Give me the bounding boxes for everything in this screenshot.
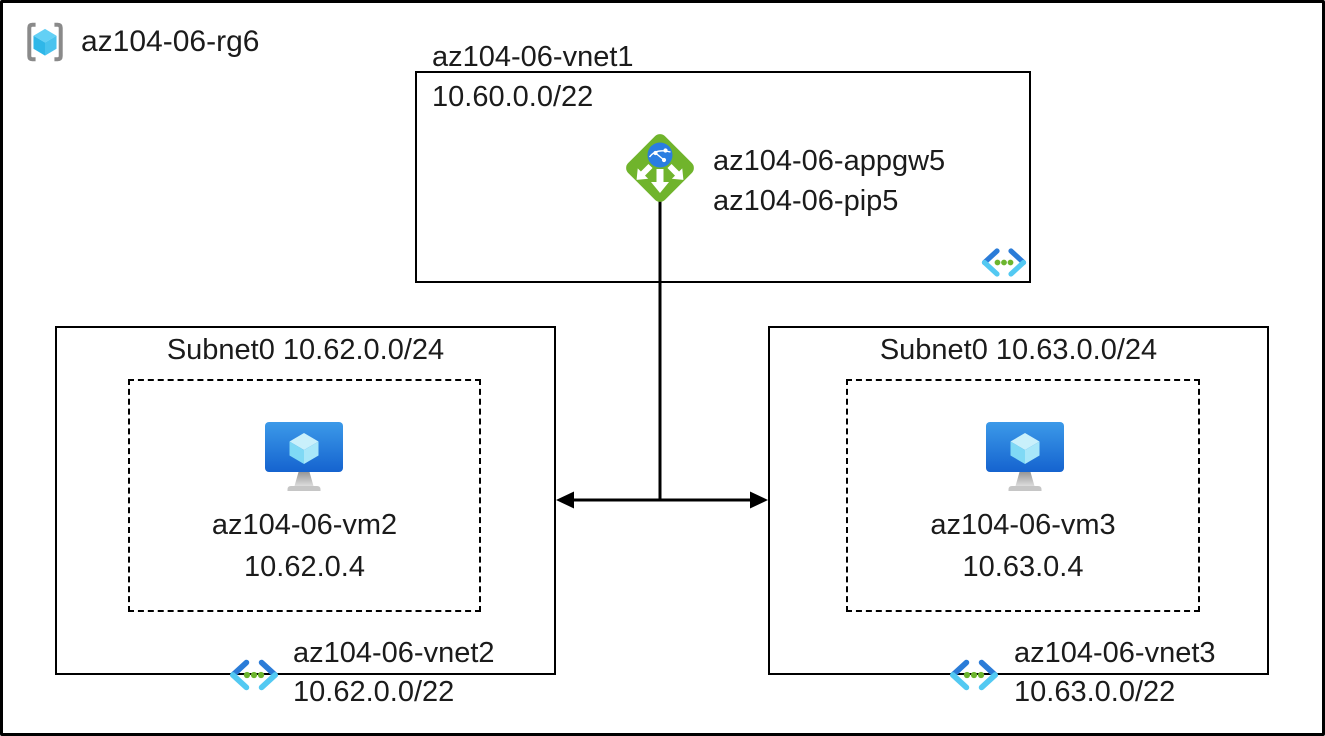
- left-vnet-cidr: 10.62.0.0/22: [293, 676, 455, 708]
- vnet-icon: [230, 659, 278, 691]
- resource-group-header: az104-06-rg6: [23, 20, 259, 64]
- app-gateway-icon: [626, 134, 694, 202]
- right-vnet-name: az104-06-vnet3: [1014, 637, 1216, 669]
- right-subnet-dashed-box: [846, 379, 1200, 612]
- vm-icon: [986, 422, 1064, 491]
- right-subnet-title: Subnet0 10.63.0.0/24: [879, 334, 1158, 366]
- left-vm-name: az104-06-vm2: [211, 509, 398, 541]
- left-subnet-dashed-box: [128, 379, 481, 612]
- vnet1-cidr: 10.60.0.0/22: [432, 81, 594, 113]
- right-vm-ip: 10.63.0.4: [962, 551, 1084, 583]
- vnet-icon: [950, 659, 998, 691]
- vm-icon: [265, 422, 343, 491]
- left-vnet-name: az104-06-vnet2: [293, 637, 495, 669]
- arrowhead-left-icon: [556, 491, 574, 509]
- left-vm-ip: 10.62.0.4: [244, 551, 365, 583]
- vnet-icon: [981, 248, 1027, 277]
- right-vm-name: az104-06-vm3: [930, 509, 1116, 541]
- left-subnet-title: Subnet0 10.62.0.0/24: [166, 334, 445, 366]
- right-vnet-box: [768, 326, 1269, 675]
- left-vnet-box: [55, 326, 556, 675]
- vnet1-title: az104-06-vnet1: [432, 41, 634, 73]
- vnet1-box: [415, 71, 1031, 283]
- resource-group-icon: [27, 22, 63, 62]
- appgw-name-label: az104-06-appgw5: [713, 145, 946, 177]
- arrowhead-right-icon: [750, 491, 768, 509]
- appgw-pip-label: az104-06-pip5: [713, 185, 899, 217]
- resource-group-label: az104-06-rg6: [81, 25, 260, 58]
- right-vnet-cidr: 10.63.0.0/22: [1014, 676, 1176, 708]
